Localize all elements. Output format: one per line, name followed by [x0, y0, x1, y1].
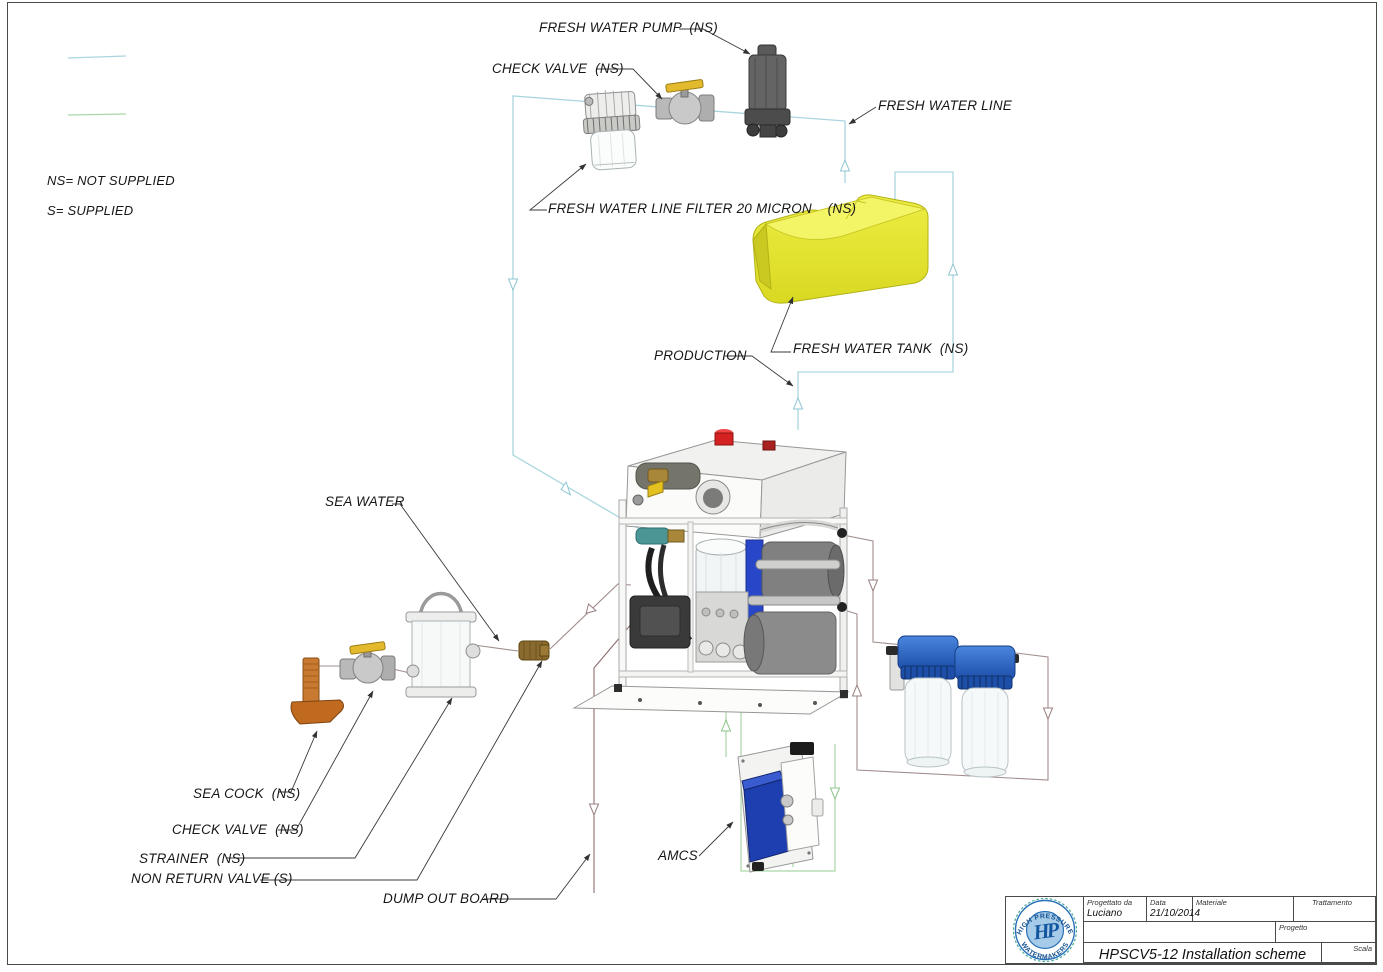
- field-data-value: 21/10/2014: [1150, 908, 1201, 919]
- dump-line: [593, 615, 639, 893]
- field-trattamento-label: Trattamento: [1312, 898, 1352, 907]
- fresh-water-tank-component: [752, 194, 929, 304]
- label-leaders: [227, 28, 877, 900]
- field-trattamento: Trattamento: [1294, 897, 1376, 922]
- check-valve-top-component: [655, 79, 715, 125]
- field-materiale: Materiale: [1193, 897, 1294, 922]
- brine-to-filters: [837, 533, 904, 646]
- flow-arrow: [588, 803, 600, 817]
- strainer-component: [405, 591, 481, 698]
- hp-watermakers-logo: HIGH PRESSURE WATERMAKERS HP: [1012, 897, 1078, 963]
- leader-amcs: [698, 821, 734, 857]
- legend-fresh-water-swatch: [67, 55, 127, 59]
- title-block: HIGH PRESSURE WATERMAKERS HP Progettato …: [1005, 896, 1376, 964]
- label-sea-water: SEA WATER: [325, 494, 405, 509]
- fresh-water-filter-component: [582, 90, 641, 171]
- flow-arrow: [507, 278, 519, 292]
- flow-arrow: [839, 158, 851, 172]
- label-strainer: STRAINER (NS): [139, 851, 246, 866]
- field-progettato-da: Progettato da Luciano: [1084, 897, 1147, 922]
- drawing-title: HPSCV5-12 Installation scheme: [1098, 947, 1307, 963]
- label-fresh-water-line: FRESH WATER LINE: [878, 98, 1012, 113]
- leader-fresh-water-filter: [528, 163, 587, 211]
- leader-fresh-water-pump: [679, 28, 751, 55]
- legend-ns-label: NS= NOT SUPPLIED: [47, 173, 175, 188]
- watermaker-unit-component: [572, 429, 850, 715]
- leader-check-valve-top: [597, 68, 663, 100]
- field-progettato-da-label: Progettato da: [1087, 898, 1133, 907]
- leader-fresh-water-tank: [770, 296, 794, 353]
- flow-arrow: [829, 787, 841, 801]
- legend-supplied-swatch: [67, 113, 127, 116]
- sea-inlet-5: [549, 583, 632, 650]
- drawing-border: [7, 2, 1377, 965]
- fresh-water-pump-component: [744, 44, 791, 138]
- leader-fresh-water-line: [848, 106, 877, 125]
- field-data: Data 21/10/2014: [1147, 897, 1200, 922]
- label-fresh-water-pump: FRESH WATER PUMP (NS): [539, 20, 718, 35]
- field-empty: [1084, 922, 1276, 943]
- flow-arrow: [1042, 707, 1054, 721]
- sea-cock-component: [290, 657, 344, 725]
- field-progetto: Progetto: [1276, 922, 1376, 943]
- leader-strainer: [227, 697, 453, 859]
- leader-sea-cock: [279, 730, 318, 793]
- field-materiale-label: Materiale: [1196, 898, 1227, 907]
- flow-arrow: [851, 683, 863, 697]
- flow-arrow: [585, 603, 598, 614]
- field-progetto-label: Progetto: [1279, 923, 1308, 932]
- label-fresh-water-filter: FRESH WATER LINE FILTER 20 MICRON (NS): [548, 201, 857, 216]
- sea-inlet-4: [473, 644, 519, 652]
- label-fresh-water-tank: FRESH WATER TANK (NS): [793, 341, 969, 356]
- label-dump-out-board: DUMP OUT BOARD: [383, 891, 510, 906]
- filters-return: [837, 607, 1049, 781]
- amcs-component: [737, 742, 824, 873]
- label-production: PRODUCTION: [654, 348, 747, 363]
- leader-non-return-valve: [260, 660, 543, 881]
- flow-arrow: [947, 262, 959, 276]
- legend-s-label: S= SUPPLIED: [47, 203, 134, 218]
- leader-production: [725, 355, 794, 387]
- field-data-label: Data: [1150, 898, 1166, 907]
- non-return-valve-component: [518, 640, 550, 661]
- label-sea-cock: SEA COCK (NS): [193, 786, 301, 801]
- amcs-line-b: [740, 712, 836, 872]
- field-scala: Scala: [1322, 943, 1376, 963]
- label-amcs: AMCS: [658, 848, 698, 863]
- flow-arrow: [792, 396, 804, 410]
- label-non-return-valve: NON RETURN VALVE (S): [131, 871, 293, 886]
- title-block-fields: Progettato da Luciano Data 21/10/2014 Ma…: [1084, 897, 1376, 963]
- twin-filters-component: [886, 635, 1019, 778]
- flow-arrow: [560, 480, 572, 496]
- leader-dump-out-board: [484, 853, 591, 900]
- leader-check-valve-bottom: [278, 690, 374, 831]
- leader-sea-water: [392, 503, 500, 642]
- label-check-valve-top: CHECK VALVE (NS): [492, 61, 624, 76]
- field-progettato-da-value: Luciano: [1087, 908, 1123, 919]
- company-logo: HIGH PRESSURE WATERMAKERS HP: [1006, 897, 1084, 963]
- label-check-valve-bottom: CHECK VALVE (NS): [172, 822, 304, 837]
- flow-arrow: [867, 579, 879, 593]
- field-title: HPSCV5-12 Installation scheme: [1084, 943, 1322, 963]
- field-scala-label: Scala: [1353, 944, 1372, 953]
- check-valve-bottom-component: [339, 641, 396, 684]
- flow-arrow: [720, 718, 732, 732]
